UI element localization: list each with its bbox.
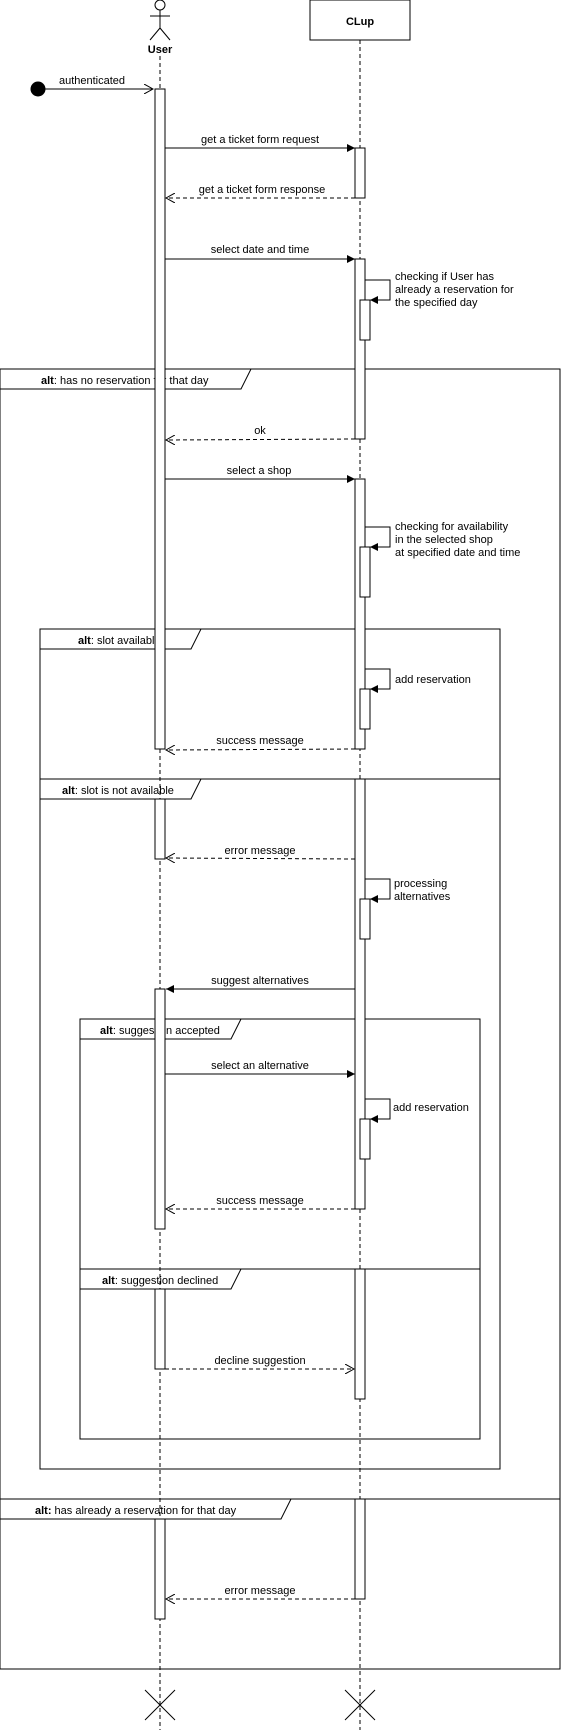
user-destroy-mark	[144, 1689, 176, 1721]
fragment-keyword: alt	[78, 635, 91, 647]
message-error: error message	[166, 845, 356, 859]
self-call-add-reservation: add reservation	[359, 1098, 469, 1160]
note-line: checking if User has	[395, 271, 495, 283]
message-suggest-alternatives: suggest alternatives	[166, 975, 355, 993]
fragment-guard: : slot is not available	[75, 785, 174, 797]
note-text: add reservation	[393, 1102, 469, 1114]
fragment-guard: : suggestion declined	[115, 1275, 218, 1287]
fragment-guard: : slot available	[91, 635, 161, 647]
svg-text:alt: slot is not available: alt: slot is not available	[62, 785, 174, 797]
fragment-suggestion-accepted: alt: suggestion accepted	[79, 1018, 481, 1440]
message-label: get a ticket form request	[201, 134, 319, 146]
message-label: error message	[225, 845, 296, 857]
fragment-no-reservation: alt: has no reservation for that day	[0, 368, 561, 1670]
fragment-already-reservation: alt: has already a reservation for that …	[0, 1498, 560, 1520]
message-label: decline suggestion	[214, 1355, 305, 1367]
svg-text:alt: slot available: alt: slot available	[78, 635, 161, 647]
clup-activation	[354, 1268, 366, 1400]
message-label: select a shop	[227, 465, 292, 477]
user-participant-label: User	[148, 44, 173, 56]
user-activation	[154, 1518, 166, 1620]
clup-destroy-mark	[344, 1689, 376, 1721]
note-line: the specified day	[395, 297, 478, 309]
svg-text:alt: suggestion declined: alt: suggestion declined	[102, 1275, 218, 1287]
fragment-guard: : has no reservation for that day	[54, 375, 209, 387]
fragment-keyword: alt:	[35, 1505, 52, 1517]
clup-participant-label: CLup	[346, 16, 374, 28]
message-label: success message	[216, 735, 303, 747]
clup-activation	[354, 478, 366, 750]
svg-text:alt: has no reservation for th: alt: has no reservation for that day	[41, 375, 209, 387]
note-text: add reservation	[395, 674, 471, 686]
user-activation	[154, 798, 166, 860]
note-line: in the selected shop	[395, 534, 493, 546]
message-select-date-time: select date and time	[165, 244, 355, 263]
message-label: authenticated	[59, 75, 125, 87]
message-select-alternative: select an alternative	[165, 1060, 355, 1078]
fragment-keyword: alt	[100, 1025, 113, 1037]
clup-participant-box	[309, 0, 411, 41]
fragment-slot-available: alt: slot available	[39, 628, 501, 1470]
message-success: success message	[166, 735, 356, 750]
note-line: already a reservation for	[395, 284, 514, 296]
message-get-ticket-request: get a ticket form request	[165, 134, 355, 152]
svg-text:alt: has already a reservation: alt: has already a reservation for that …	[35, 1505, 237, 1517]
message-success: success message	[166, 1195, 355, 1209]
clup-activation	[354, 147, 366, 199]
note-line: at specified date and time	[395, 547, 520, 559]
clup-activation	[354, 1498, 366, 1600]
message-ok: ok	[166, 425, 356, 440]
fragment-guard: : suggestion accepted	[113, 1025, 220, 1037]
message-get-ticket-response: get a ticket form response	[166, 184, 355, 198]
fragment-keyword: alt	[102, 1275, 115, 1287]
note-line: checking for availability	[395, 521, 509, 533]
fragment-suggestion-declined: alt: suggestion declined	[80, 1268, 242, 1290]
message-decline-suggestion: decline suggestion	[165, 1355, 354, 1369]
message-label: success message	[216, 1195, 303, 1207]
message-label: ok	[254, 425, 266, 437]
message-label: error message	[225, 1585, 296, 1597]
clup-activation	[354, 778, 366, 1210]
user-activation	[154, 988, 166, 1230]
clup-activation	[354, 258, 366, 440]
fragment-keyword: alt	[41, 375, 54, 387]
message-label: select date and time	[211, 244, 309, 256]
svg-text:alt: suggestion accepted: alt: suggestion accepted	[100, 1025, 220, 1037]
self-call-add-reservation: add reservation	[359, 668, 471, 730]
fragment-slot-not-available: alt: slot is not available	[40, 778, 202, 800]
message-label: get a ticket form response	[199, 184, 326, 196]
message-label: suggest alternatives	[211, 975, 309, 987]
message-select-shop: select a shop	[165, 465, 355, 483]
user-actor-icon	[149, 0, 171, 41]
note-line: alternatives	[394, 891, 451, 903]
message-label: select an alternative	[211, 1060, 309, 1072]
user-activation	[154, 1288, 166, 1370]
note-line: processing	[394, 878, 447, 890]
fragment-keyword: alt	[62, 785, 75, 797]
message-error: error message	[166, 1585, 355, 1599]
message-authenticated: authenticated	[30, 75, 154, 97]
fragment-guard: has already a reservation for that day	[52, 1505, 237, 1517]
user-activation	[154, 88, 166, 750]
